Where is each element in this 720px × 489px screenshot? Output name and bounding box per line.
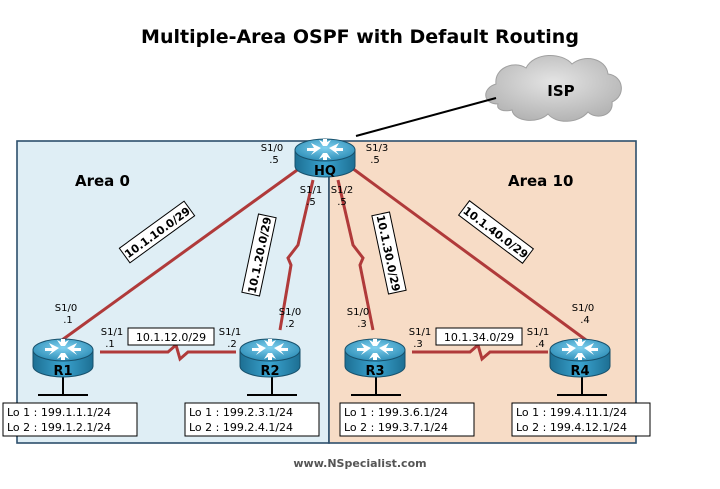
loopbacks-r4: Lo 1 : 199.4.11.1/24 Lo 2 : 199.4.12.1/2… <box>511 402 651 437</box>
iface-r1-s11: S1/1.1 <box>101 327 123 350</box>
iface-r1-s10: S1/0.1 <box>55 303 77 326</box>
svg-text:Lo 1 : 199.2.3.1/24: Lo 1 : 199.2.3.1/24 <box>189 406 293 419</box>
router-arrows-icon <box>562 339 598 360</box>
link-hq-r3 <box>336 179 375 331</box>
router-arrows-icon <box>307 139 343 160</box>
iface-r4-s10: S1/0.4 <box>572 303 594 326</box>
svg-text:Lo 1 : 199.1.1.1/24: Lo 1 : 199.1.1.1/24 <box>7 406 111 419</box>
iface-hq-s10: S1/0.5 <box>261 143 283 166</box>
subnet-label-r1-r2: 10.1.12.0/29 <box>127 327 215 346</box>
link-r1-r2 <box>100 342 236 362</box>
link-hq-r4 <box>351 166 587 342</box>
svg-text:Lo 2 : 199.3.7.1/24: Lo 2 : 199.3.7.1/24 <box>344 421 448 434</box>
svg-text:10.1.12.0/29: 10.1.12.0/29 <box>136 331 206 344</box>
link-r3-r4 <box>412 342 548 362</box>
link-hq-r1 <box>61 166 301 342</box>
area-0-region <box>16 140 330 444</box>
router-arrows-icon <box>45 339 81 360</box>
iface-r2-s10: S1/0.2 <box>279 307 301 330</box>
hq-isp-link <box>355 97 497 137</box>
subnet-label-r3-r4: 10.1.34.0/29 <box>435 327 523 346</box>
area-10-label: Area 10 <box>508 172 573 190</box>
iface-hq-s13: S1/3.5 <box>366 143 388 166</box>
router-name-r2: R2 <box>260 364 279 379</box>
iface-hq-s11: S1/1.5 <box>300 185 322 208</box>
iface-r3-s10: S1/0.3 <box>347 307 369 330</box>
isp-label: ISP <box>547 82 574 100</box>
svg-text:Lo 2 : 199.2.4.1/24: Lo 2 : 199.2.4.1/24 <box>189 421 293 434</box>
router-r2[interactable] <box>239 338 301 378</box>
svg-text:Lo 2 : 199.1.2.1/24: Lo 2 : 199.1.2.1/24 <box>7 421 111 434</box>
area-10-region <box>328 140 637 444</box>
router-name-r4: R4 <box>570 364 589 379</box>
svg-text:Lo 1 : 199.4.11.1/24: Lo 1 : 199.4.11.1/24 <box>516 406 627 419</box>
link-hq-r2 <box>278 179 315 331</box>
router-r3[interactable] <box>344 338 406 378</box>
isp-cloud <box>485 55 622 122</box>
iface-r4-s11: S1/1.4 <box>527 327 549 350</box>
svg-text:Lo 1 : 199.3.6.1/24: Lo 1 : 199.3.6.1/24 <box>344 406 448 419</box>
router-arrows-icon <box>252 339 288 360</box>
router-arrows-icon <box>357 339 393 360</box>
iface-r2-s11: S1/1.2 <box>219 327 241 350</box>
loopbacks-r3: Lo 1 : 199.3.6.1/24 Lo 2 : 199.3.7.1/24 <box>339 402 475 437</box>
router-name-r3: R3 <box>365 364 384 379</box>
loopbacks-r1: Lo 1 : 199.1.1.1/24 Lo 2 : 199.1.2.1/24 <box>2 402 138 437</box>
iface-r3-s11: S1/1.3 <box>409 327 431 350</box>
svg-text:Lo 2 : 199.4.12.1/24: Lo 2 : 199.4.12.1/24 <box>516 421 627 434</box>
router-r4[interactable] <box>549 338 611 378</box>
router-name-hq: HQ <box>314 164 336 179</box>
area-0-label: Area 0 <box>75 172 130 190</box>
iface-hq-s12: S1/2.5 <box>331 185 353 208</box>
router-r1[interactable] <box>32 338 94 378</box>
router-hq[interactable] <box>294 138 356 178</box>
router-name-r1: R1 <box>53 364 72 379</box>
loopbacks-r2: Lo 1 : 199.2.3.1/24 Lo 2 : 199.2.4.1/24 <box>184 402 320 437</box>
footer-credit: www.NSpecialist.com <box>293 457 427 470</box>
svg-text:10.1.34.0/29: 10.1.34.0/29 <box>444 331 514 344</box>
diagram-title: Multiple-Area OSPF with Default Routing <box>141 26 579 48</box>
